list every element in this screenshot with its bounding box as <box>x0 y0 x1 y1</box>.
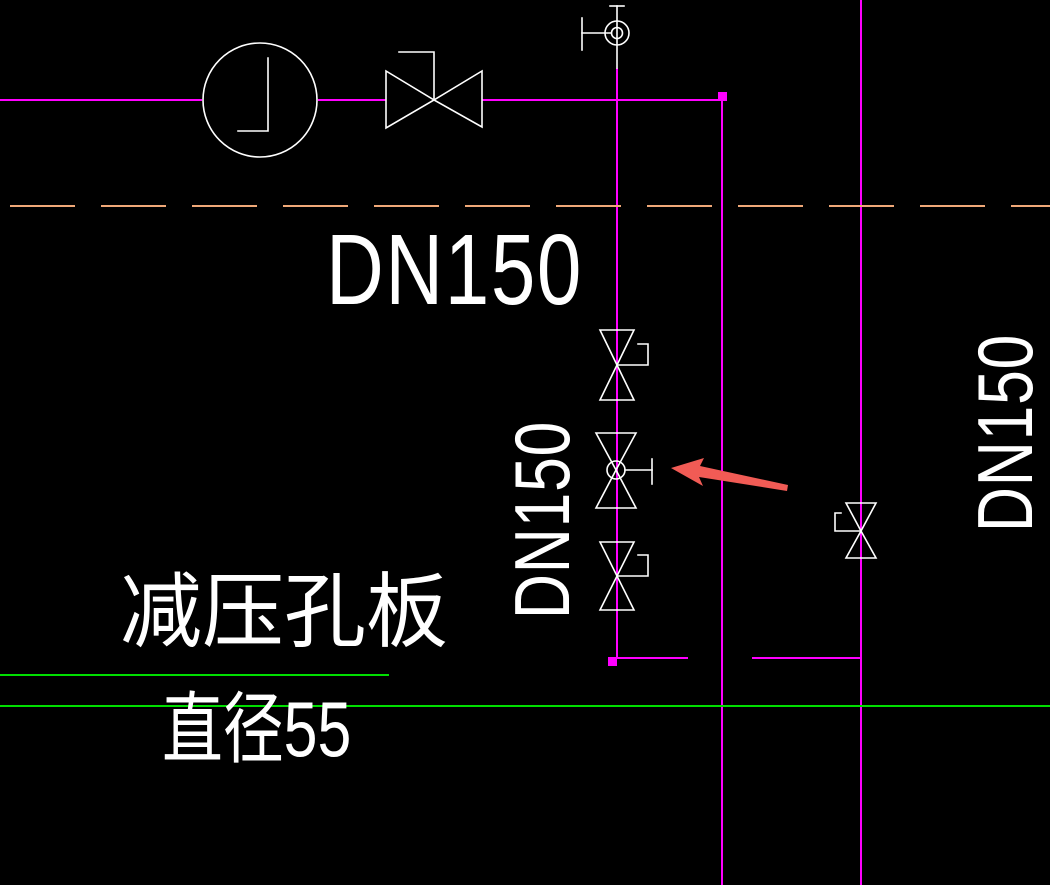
selection-grip-square[interactable] <box>718 92 727 101</box>
red-arrow-pointer-icon[interactable] <box>671 458 788 491</box>
orifice-plate-note-line2[interactable]: 直径55 <box>162 685 352 773</box>
pipe-label-dn150-right-vertical[interactable]: DN150 <box>961 333 1049 533</box>
gate-valve-vertical-icon[interactable] <box>598 329 649 401</box>
pipe-label-dn150-top[interactable]: DN150 <box>326 214 584 326</box>
selection-grip-square[interactable] <box>608 657 617 666</box>
flow-meter-circle-icon[interactable] <box>202 42 318 158</box>
balancing-valve-with-tee-icon[interactable] <box>594 432 653 509</box>
pipe-label-dn150-mid-vertical[interactable]: DN150 <box>498 420 586 620</box>
gate-valve-horizontal-icon[interactable] <box>385 51 483 130</box>
orifice-plate-note-line1[interactable]: 减压孔板 <box>120 567 449 658</box>
gate-valve-vertical-small-icon[interactable] <box>834 502 878 559</box>
gate-valve-vertical-icon[interactable] <box>598 541 649 611</box>
automatic-air-vent-icon[interactable] <box>581 5 630 69</box>
